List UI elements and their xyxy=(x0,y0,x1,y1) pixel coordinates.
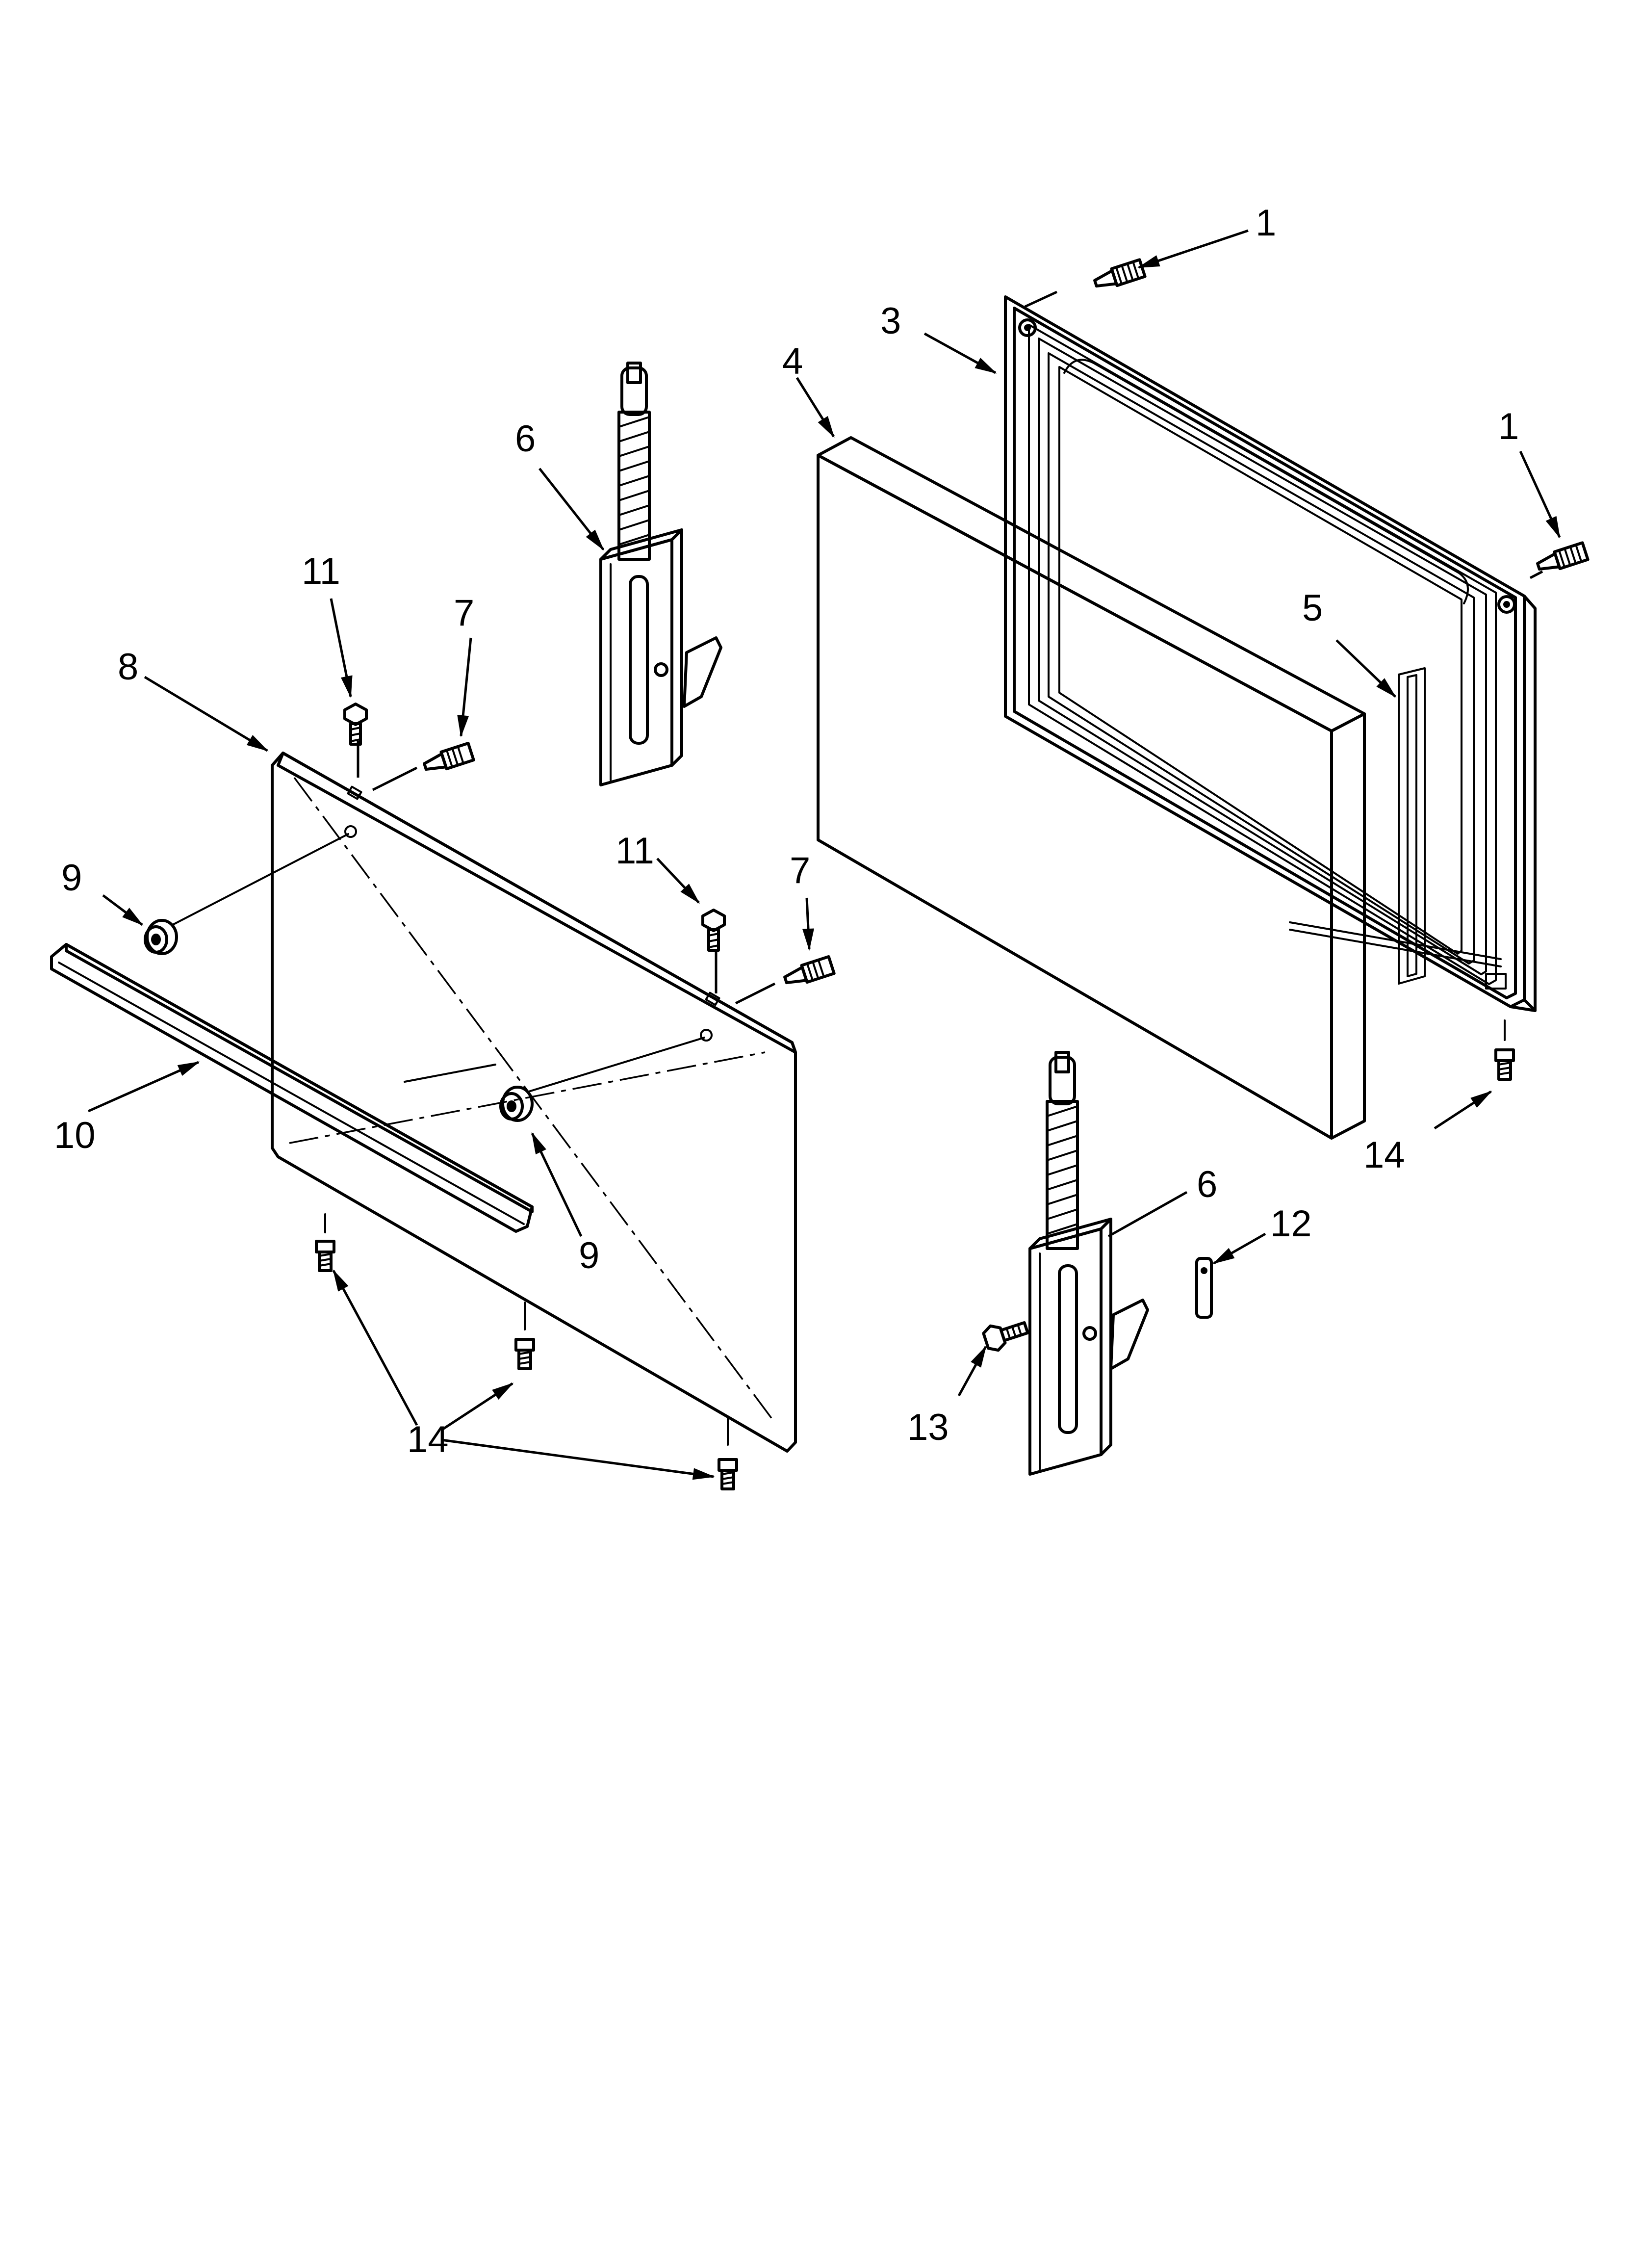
callout-11-upper: 11 xyxy=(302,550,340,592)
screw-7-upper xyxy=(423,741,475,771)
leader-lines xyxy=(87,229,1561,1480)
callout-13: 13 xyxy=(907,1407,949,1448)
callout-7-upper: 7 xyxy=(454,592,474,634)
bumper-9-left xyxy=(144,833,349,955)
screw-14-c xyxy=(718,1417,738,1490)
callout-10: 10 xyxy=(54,1115,96,1156)
callout-labels: 1 1 3 4 5 6 6 7 7 8 9 9 10 11 11 12 13 1… xyxy=(54,202,1519,1460)
screw-11-lower xyxy=(701,909,726,952)
hinge-upper xyxy=(599,362,722,786)
callout-6-upper: 6 xyxy=(515,418,536,460)
callout-14-right: 14 xyxy=(1363,1134,1405,1176)
screw-13 xyxy=(982,1321,1029,1352)
screw-1-top xyxy=(1093,258,1147,288)
hinge-lower xyxy=(1028,1051,1149,1476)
callout-1-top: 1 xyxy=(1256,202,1276,244)
callout-9-left: 9 xyxy=(61,857,82,899)
hinge-clip-12 xyxy=(1195,1257,1213,1319)
callout-7-lower: 7 xyxy=(790,850,810,891)
screw-14-d xyxy=(1494,1019,1515,1081)
door-trim-strip xyxy=(50,943,534,1233)
callout-5: 5 xyxy=(1302,587,1323,629)
callout-14-left: 14 xyxy=(407,1419,449,1460)
callout-3: 3 xyxy=(880,300,901,342)
callout-12: 12 xyxy=(1270,1203,1312,1245)
door-channel xyxy=(1398,667,1426,985)
screw-1-right xyxy=(1536,541,1590,571)
callout-8: 8 xyxy=(118,646,138,688)
callout-4: 4 xyxy=(782,340,803,382)
screw-14-a xyxy=(315,1213,335,1272)
screw-14-b xyxy=(514,1302,535,1370)
callout-6-lower: 6 xyxy=(1197,1164,1217,1205)
callout-9-right: 9 xyxy=(579,1235,599,1277)
screw-7-lower xyxy=(783,955,836,985)
inner-door-frame xyxy=(1004,295,1537,1012)
callout-1-right: 1 xyxy=(1498,406,1519,447)
screw-11-upper xyxy=(343,703,368,746)
callout-11-lower: 11 xyxy=(616,830,654,872)
outer-door-panel xyxy=(271,752,797,1453)
insulation-block xyxy=(817,436,1366,1140)
bumper-9-right xyxy=(499,1037,705,1122)
